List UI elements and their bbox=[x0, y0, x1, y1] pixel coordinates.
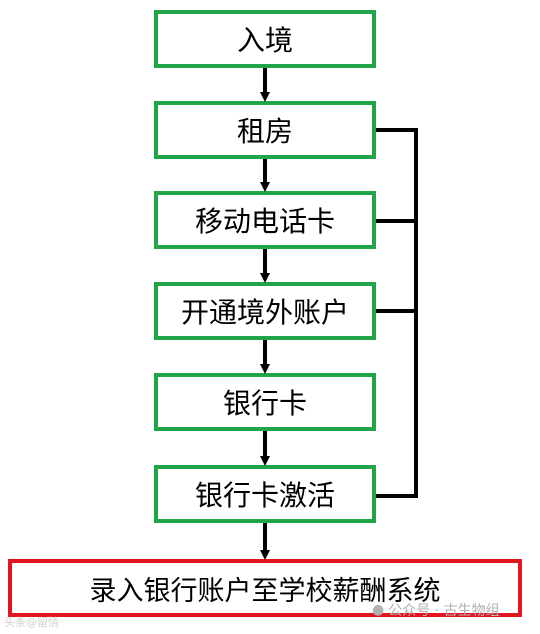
step-entry-box: 入境 bbox=[154, 10, 376, 68]
step-bank-card-box: 银行卡 bbox=[154, 373, 376, 431]
final-step-box: 录入银行账户至学校薪酬系统 bbox=[8, 559, 522, 617]
watermark-right-text: 公众号 · 古生物组 bbox=[388, 603, 500, 619]
step-label: 银行卡 bbox=[222, 387, 307, 420]
step-rent-box: 租房 bbox=[154, 101, 376, 159]
step-phone-card-box: 移动电话卡 bbox=[154, 191, 376, 249]
step-label: 银行卡激活 bbox=[194, 479, 335, 512]
watermark-right: ● 公众号 · 古生物组 bbox=[372, 600, 500, 620]
step-label: 移动电话卡 bbox=[194, 205, 335, 238]
step-label: 入境 bbox=[236, 24, 293, 57]
step-foreign-account-box: 开通境外账户 bbox=[154, 282, 376, 340]
step-label: 开通境外账户 bbox=[180, 296, 349, 329]
wechat-icon: ● bbox=[372, 602, 385, 618]
final-label: 录入银行账户至学校薪酬系统 bbox=[89, 575, 441, 607]
step-card-activation-box: 银行卡激活 bbox=[154, 465, 376, 523]
bracket-connector bbox=[376, 128, 418, 498]
step-label: 租房 bbox=[236, 115, 293, 148]
watermark-left: 头条@留情 bbox=[4, 616, 59, 629]
